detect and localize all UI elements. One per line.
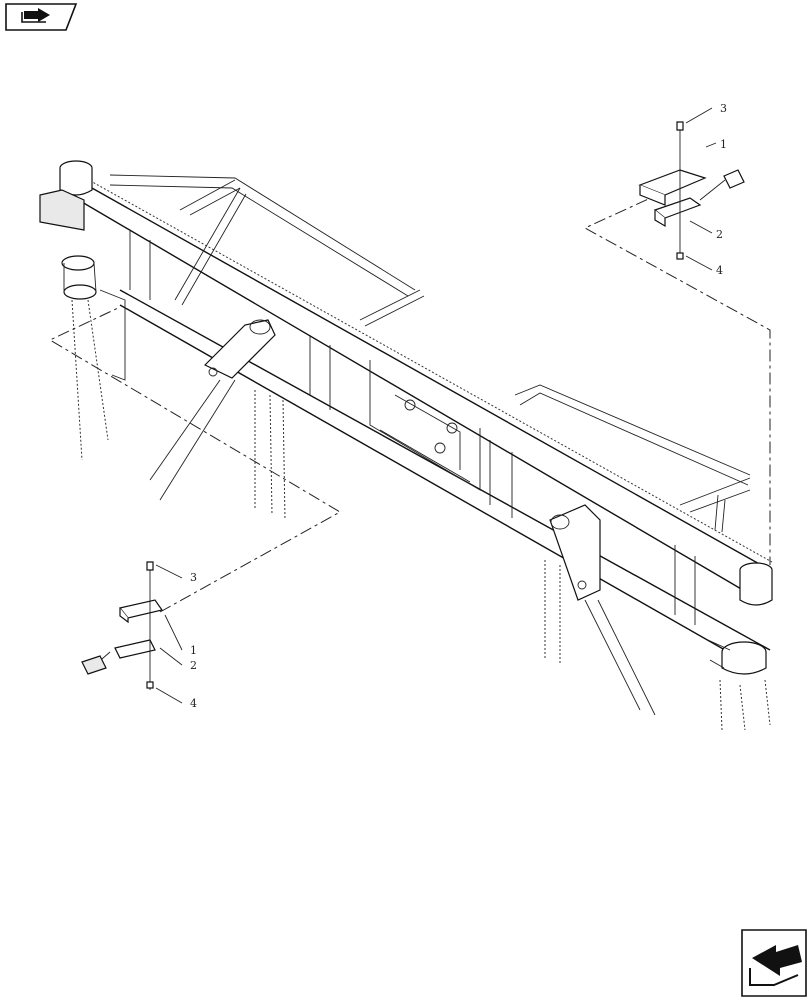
callout-upper-1: 1 [720, 138, 727, 151]
book-nav-icon[interactable] [5, 3, 78, 31]
callout-upper-4: 4 [716, 264, 723, 277]
callout-upper-2: 2 [716, 228, 723, 241]
callout-lower-2: 2 [190, 659, 197, 672]
return-arrow-icon[interactable] [741, 929, 807, 997]
callout-lower-3: 3 [190, 571, 197, 584]
callout-lower-4: 4 [190, 697, 197, 710]
callout-upper-3: 3 [720, 102, 727, 115]
upper-bracket-assembly [583, 107, 771, 565]
boom-frame [39, 160, 773, 731]
callout-lower-1: 1 [190, 644, 197, 657]
lower-bracket-assembly [48, 307, 342, 704]
